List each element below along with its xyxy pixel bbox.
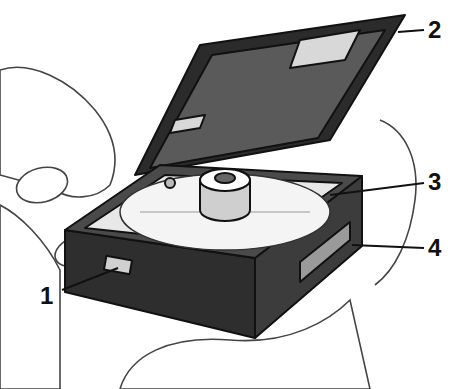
tape-exit (300, 222, 350, 282)
cassette-lid (135, 15, 405, 175)
guide-pin (165, 178, 175, 188)
leader-lines (62, 30, 424, 290)
leader-line (330, 183, 424, 195)
leader-line (62, 268, 118, 290)
callout-number: 4 (428, 236, 441, 260)
spool-core (215, 173, 235, 183)
spool-hub (200, 169, 250, 221)
lid-latch (290, 30, 360, 68)
body-rim (65, 165, 362, 258)
callout-number: 2 (428, 18, 441, 42)
callout-number: 3 (428, 170, 441, 194)
lid-slot (170, 115, 205, 133)
leader-line (398, 30, 424, 32)
leader-line (352, 245, 424, 248)
cassette-body (65, 165, 362, 338)
thumb (12, 162, 71, 208)
lid-outer (135, 15, 405, 175)
lower-hand (0, 205, 60, 389)
callout-number: 1 (40, 284, 53, 308)
right-hand (375, 120, 416, 285)
lid-inner (150, 30, 385, 168)
spool-top (200, 169, 250, 191)
